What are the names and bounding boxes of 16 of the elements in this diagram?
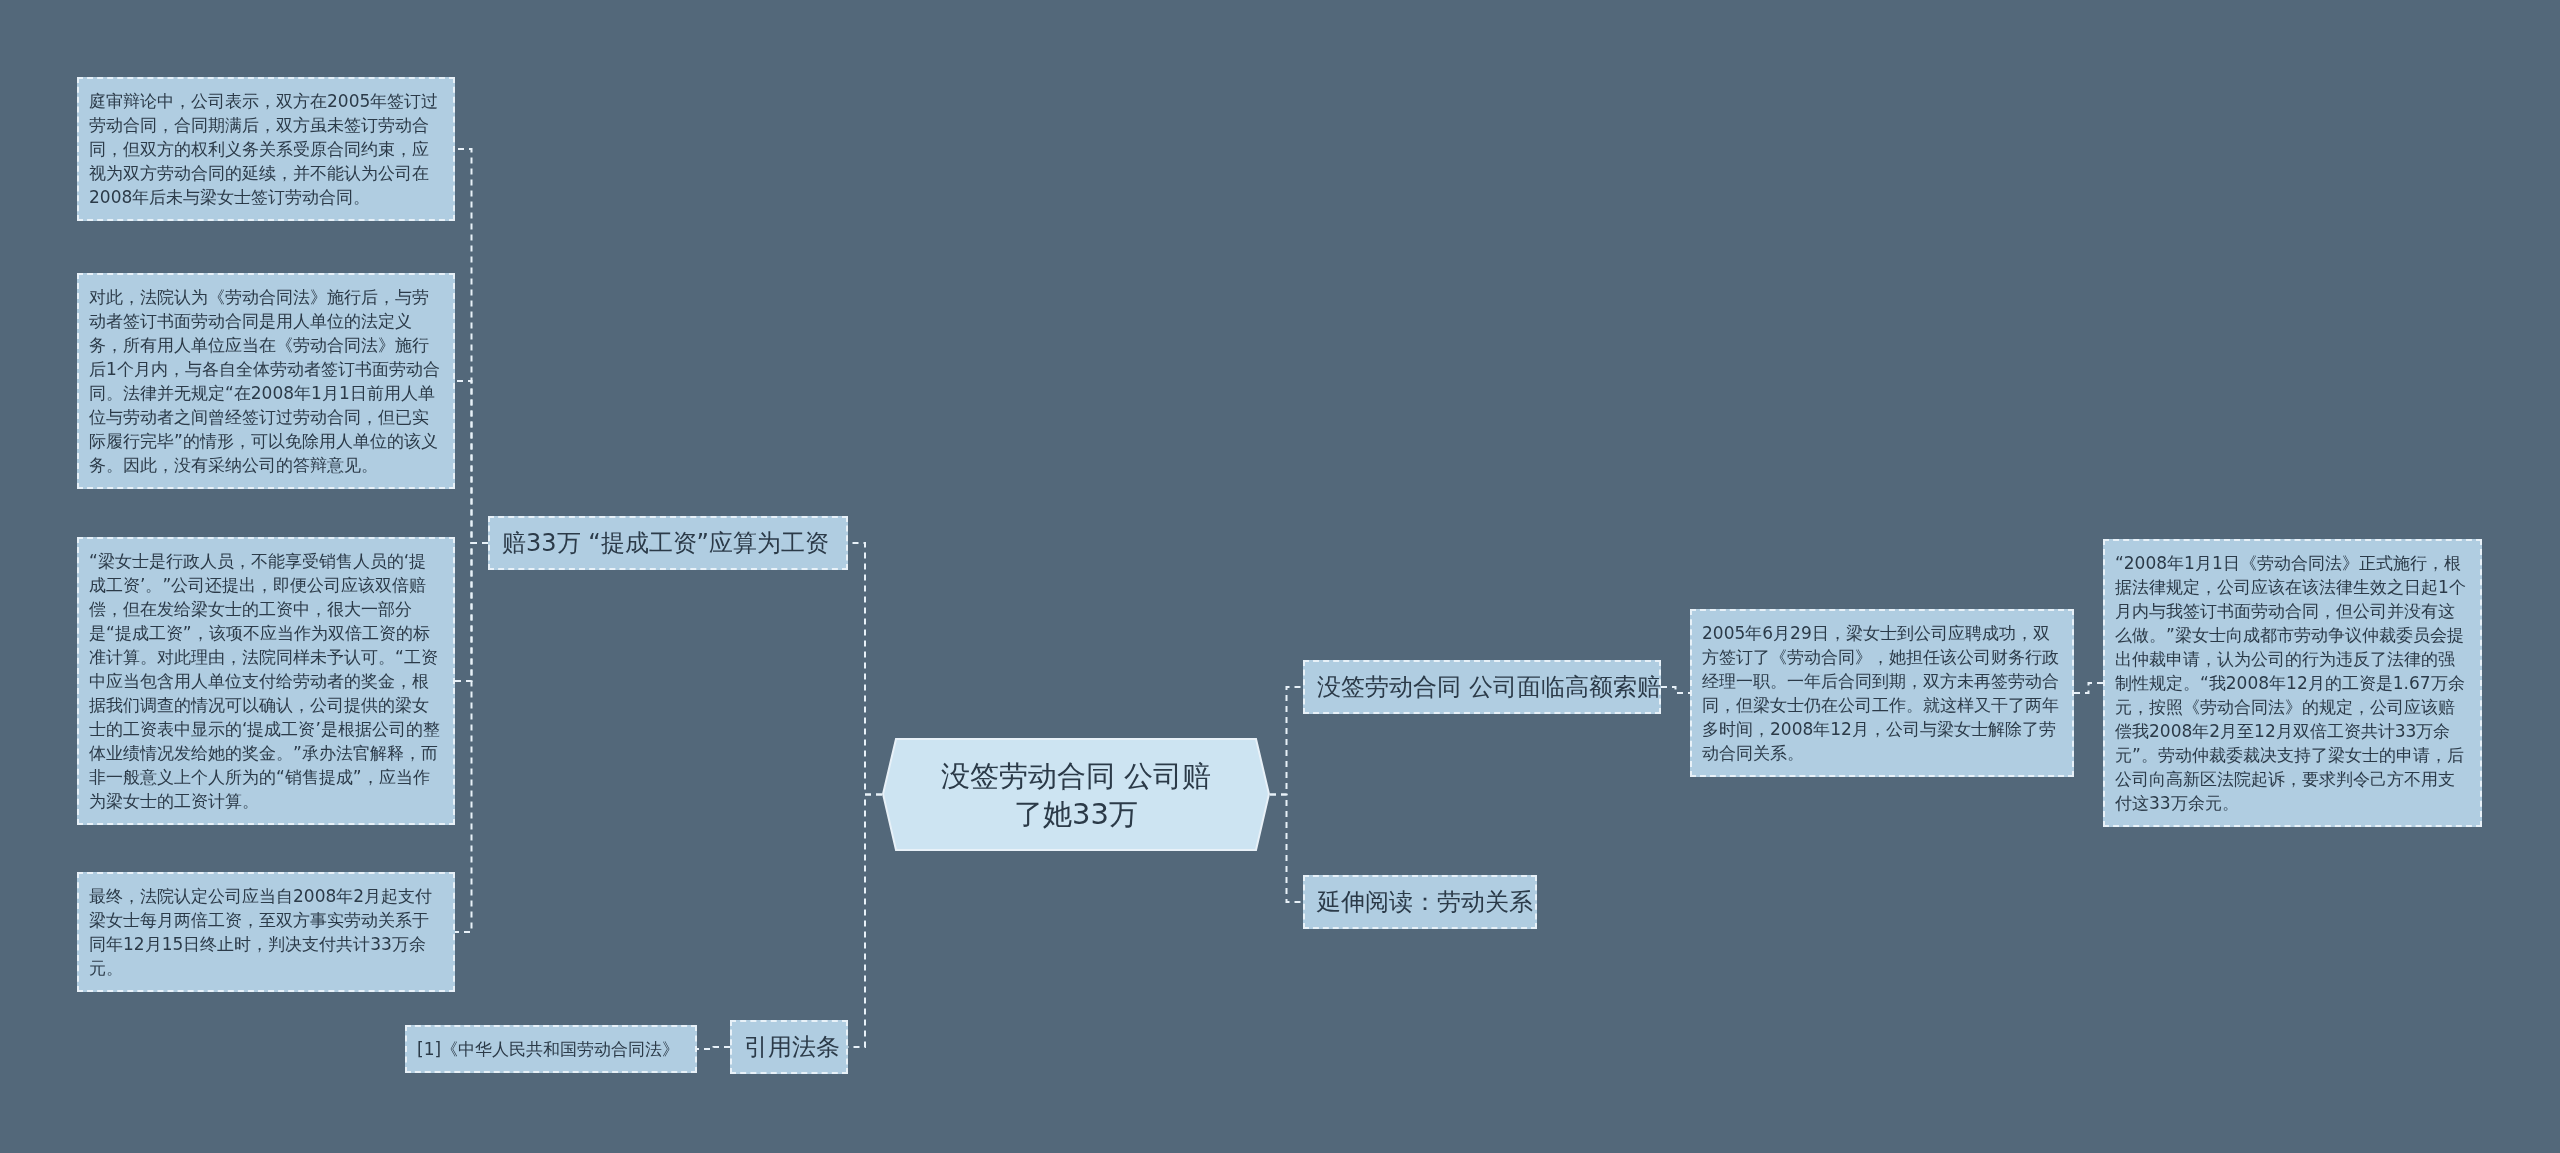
- connector: [1660, 686, 1691, 694]
- connector: [1269, 793, 1304, 903]
- topic-box: 引用法条: [730, 1020, 848, 1074]
- text-box: “2008年1月1日《劳动合同法》正式施行，根据法律规定，公司应该在该法律生效之日起1个月内与我签订书面劳动合同，但公司并没有这么做。”梁女士向成都市劳动争议仲裁委员会提出仲裁申请，认为公司的行为违反了法律的强制性规定。“我2008年12月的工资是1.67万余元，按照《劳动合同法》的规定，公司应该赔偿我2008年2月至12月双倍工资共计33万余元”。劳动仲裁委裁决支持了梁女士的申请，后公司向高新区法院起诉，要求判令己方不用支付这33万余元。: [2103, 539, 2482, 827]
- text-box: 最终，法院认定公司应当自2008年2月起支付梁女士每月两倍工资，至双方事实劳动关系于同年12月15日终止时，判决支付共计33万余元。: [77, 872, 455, 992]
- central-topic: 没签劳动合同 公司赔了她33万: [882, 738, 1270, 851]
- text-box: 对此，法院认为《劳动合同法》施行后，与劳动者签订书面劳动合同是用人单位的法定义务，所有用人单位应当在《劳动合同法》施行后1个月内，与各自全体劳动者签订书面劳动合同。法律并无规定“在2008年1月1日前用人单位与劳动者之间曾经签订过劳动合同，但已实际履行完毕”的情形，可以免除用人单位的该义务。因此，没有采纳公司的答辩意见。: [77, 273, 455, 489]
- topic-box: 延伸阅读：劳动关系: [1303, 875, 1537, 929]
- topic-box: 没签劳动合同 公司面临高额索赔: [1303, 660, 1661, 714]
- text-box: 庭审辩论中，公司表示，双方在2005年签订过劳动合同，合同期满后，双方虽未签订劳动合同，但双方的权利义务关系受原合同约束，应视为双方劳动合同的延续，并不能认为公司在2008年后未与梁女士签订劳动合同。: [77, 77, 455, 221]
- connector: [2073, 682, 2104, 694]
- connector: [696, 1046, 731, 1050]
- text-box: 2005年6月29日，梁女士到公司应聘成功，双方签订了《劳动合同》，她担任该公司财务行政经理一职。一年后合同到期，双方未再签劳动合同，但梁女士仍在公司工作。就这样又干了两年多时间，2008年12月，公司与梁女士解除了劳动合同关系。: [1690, 609, 2074, 777]
- text-box: [1]《中华人民共和国劳动合同法》: [405, 1025, 697, 1073]
- topic-box: 赔33万 “提成工资”应算为工资: [488, 516, 848, 570]
- text-box: “梁女士是行政人员，不能享受销售人员的‘提成工资’。”公司还提出，即便公司应该双倍赔偿，但在发给梁女士的工资中，很大一部分是“提成工资”，该项不应当作为双倍工资的标准计算。对此理由，法院同样未予认可。“工资中应当包含用人单位支付给劳动者的奖金，根据我们调查的情况可以确认，公司提供的梁女士的工资表中显示的‘提成工资’是根据公司的整体业绩情况发给她的奖金。”承办法官解释，而非一般意义上个人所为的“销售提成”，应当作为梁女士的工资计算。: [77, 537, 455, 825]
